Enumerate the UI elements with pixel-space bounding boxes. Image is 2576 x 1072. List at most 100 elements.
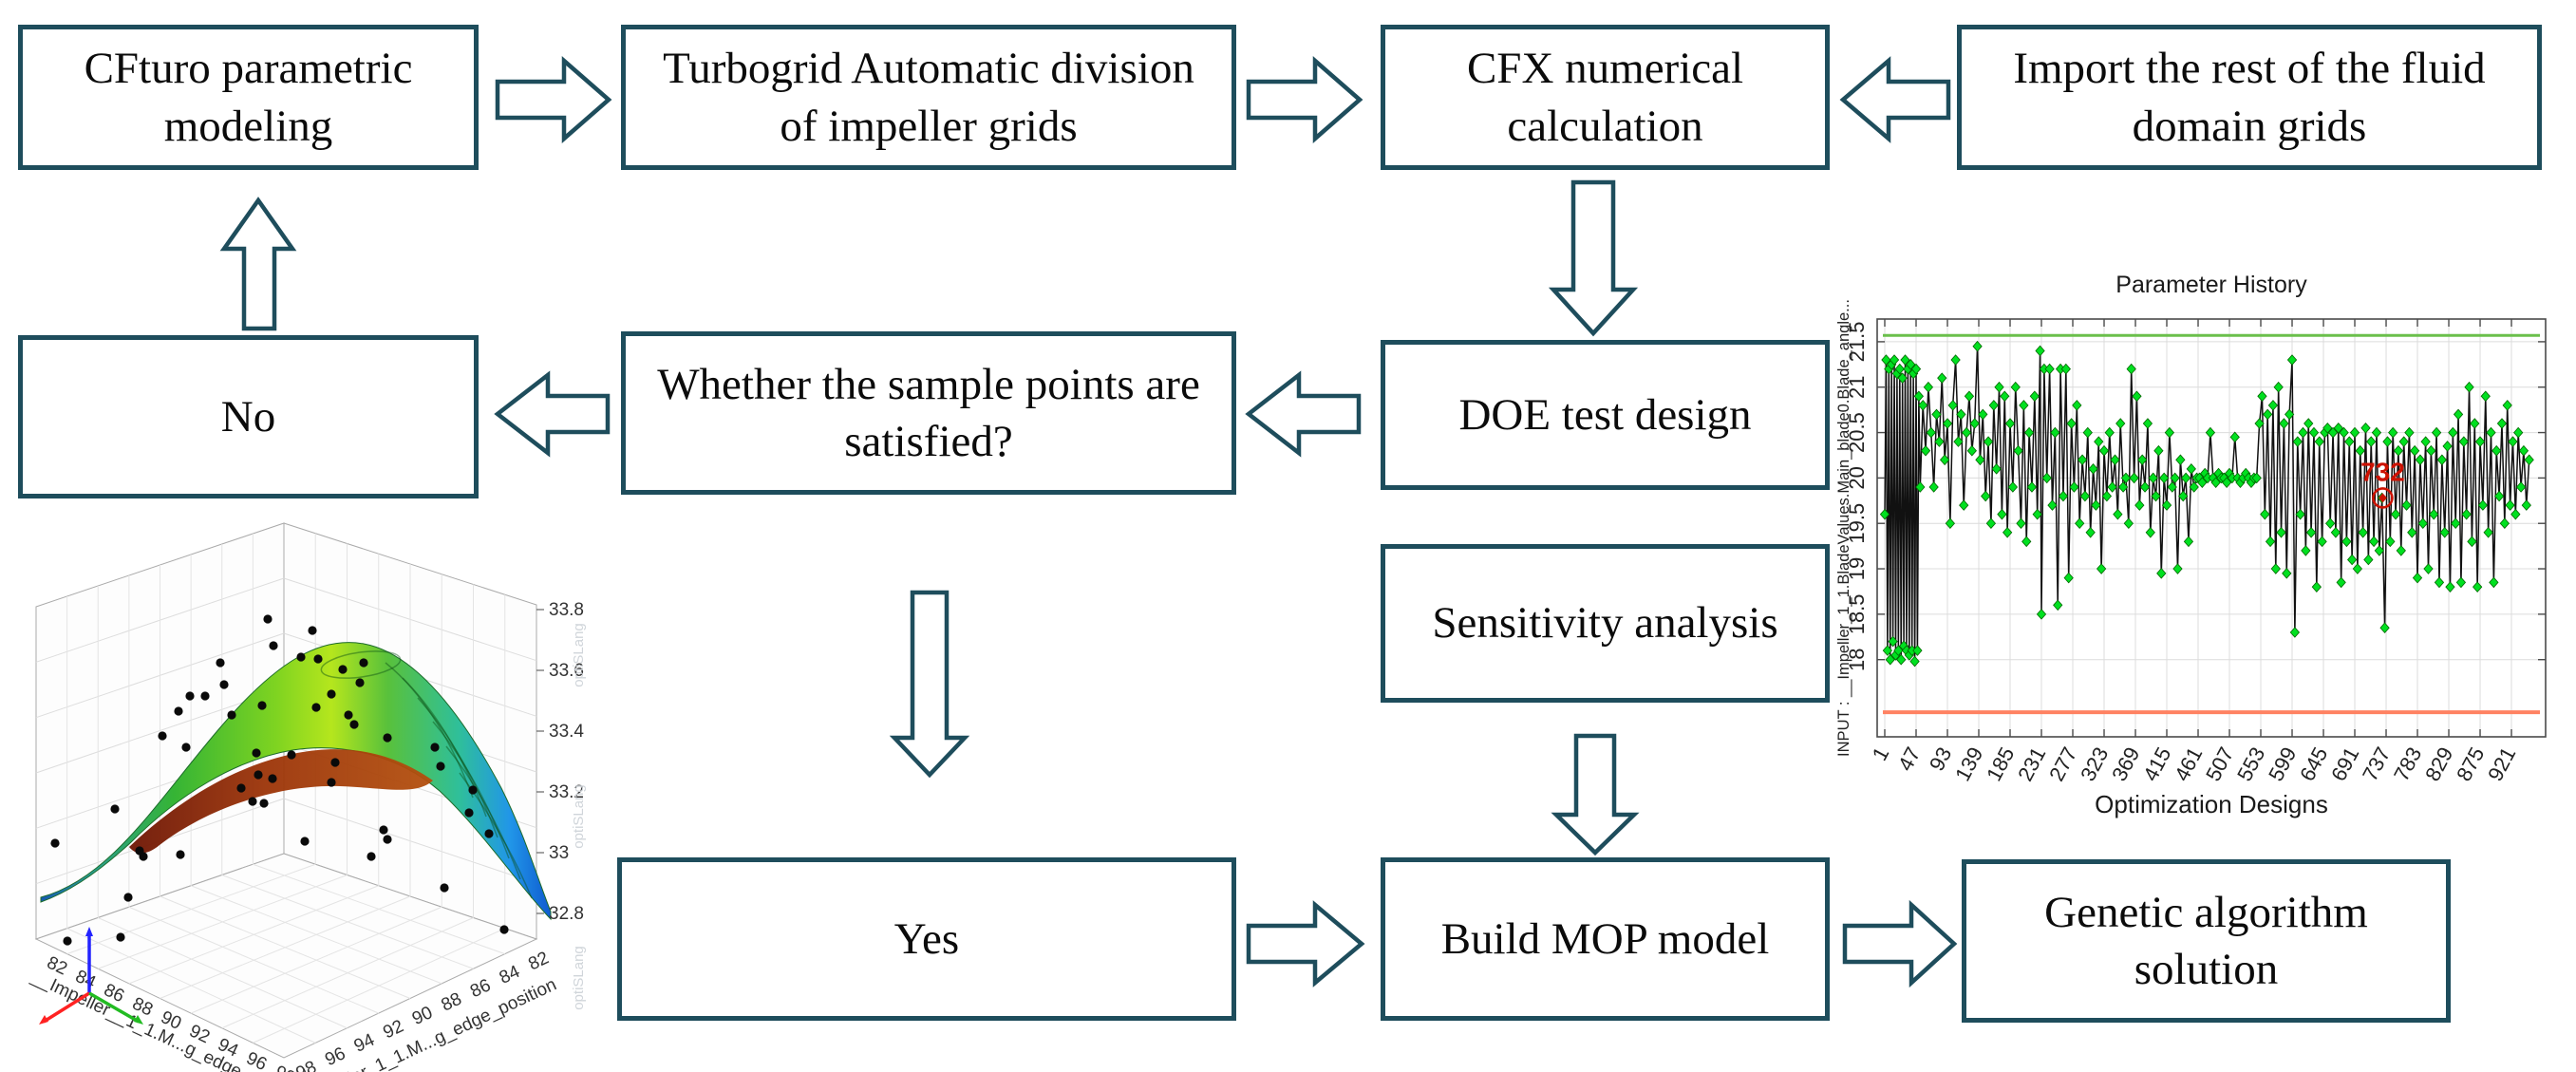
y-tick-label: 84 xyxy=(497,962,523,988)
data-point-marker xyxy=(1983,436,1994,447)
scatter-point xyxy=(259,799,269,808)
data-point-marker xyxy=(2137,454,2148,466)
scatter-point xyxy=(181,743,191,752)
data-point-marker xyxy=(1900,354,1910,366)
data-point-marker xyxy=(1950,354,1961,366)
data-point-marker xyxy=(2489,576,2499,589)
data-point-marker xyxy=(2360,422,2371,434)
scatter-point xyxy=(440,883,449,893)
x-tick-label: 47 xyxy=(1893,743,1926,775)
data-point-marker xyxy=(1937,372,1947,384)
scatter-point xyxy=(219,680,229,689)
surface-contours xyxy=(385,662,533,899)
data-point-marker xyxy=(2493,490,2505,502)
y-tick-label: 20 xyxy=(1845,466,1869,489)
x-tick-label: 921 xyxy=(2483,743,2520,785)
data-point-marker xyxy=(2518,444,2529,457)
data-point-marker xyxy=(2123,517,2134,530)
data-point-marker xyxy=(1939,454,1950,466)
data-point-marker xyxy=(2442,441,2453,452)
arrow-right-icon xyxy=(1246,56,1363,143)
scatter-point xyxy=(252,748,261,758)
data-point-marker xyxy=(2077,454,2088,466)
scatter-point xyxy=(110,804,120,814)
scatter-point xyxy=(158,731,167,741)
data-point-marker xyxy=(2499,517,2510,530)
data-point-marker xyxy=(2301,545,2311,556)
data-point-marker xyxy=(2429,508,2439,520)
x-tick-label: 415 xyxy=(2138,743,2175,785)
data-point-marker xyxy=(2453,408,2464,421)
data-point-marker xyxy=(1882,645,1893,656)
z-tick-label: 33.2 xyxy=(549,782,584,802)
y-tick-label: 98 xyxy=(293,1058,320,1072)
data-point-marker xyxy=(2019,400,2029,411)
data-point-marker xyxy=(2115,418,2126,429)
data-point-marker xyxy=(2013,444,2023,457)
x-tick-label: 691 xyxy=(2326,743,2363,785)
data-point-marker xyxy=(1956,408,1966,421)
scatter-point xyxy=(338,665,348,674)
data-point-marker xyxy=(2032,508,2042,520)
data-point-marker xyxy=(2339,426,2349,439)
data-point-marker xyxy=(2134,499,2145,511)
scatter-point xyxy=(430,743,440,752)
data-point-marker xyxy=(2145,526,2155,538)
data-point-marker xyxy=(2379,622,2390,634)
data-point-marker xyxy=(2286,354,2298,366)
data-point-marker xyxy=(2164,426,2175,439)
node-doe: DOE test design xyxy=(1381,340,1830,490)
scatter-point xyxy=(379,825,388,835)
y-tick-label: 96 xyxy=(322,1044,348,1070)
data-point-marker xyxy=(2521,499,2531,511)
y-tick-label: 92 xyxy=(380,1016,406,1043)
data-point-marker xyxy=(2333,422,2343,434)
z-tick-label: 33.4 xyxy=(549,722,584,742)
data-point-marker xyxy=(2047,499,2058,511)
data-point-marker xyxy=(2292,436,2303,447)
x-tick-label: 875 xyxy=(2452,743,2489,785)
data-point-marker xyxy=(1923,381,1934,393)
node-cfturbo: CFturo parametric modeling xyxy=(18,25,479,170)
watermark-text: optiSLang xyxy=(571,623,587,687)
y-tick-label: 20.5 xyxy=(1845,412,1869,453)
data-point-marker xyxy=(2254,418,2265,429)
x-tick-label: 369 xyxy=(2107,743,2144,785)
scatter-point xyxy=(499,925,509,934)
data-point-marker xyxy=(2091,499,2101,511)
axis-triad-icon xyxy=(39,927,143,1025)
data-point-marker xyxy=(2104,426,2115,439)
data-point-marker xyxy=(2513,426,2524,439)
node-mop: Build MOP model xyxy=(1381,857,1830,1021)
y-tick-label: 88 xyxy=(439,989,465,1016)
scatter-point xyxy=(349,720,359,729)
node-sensitivity: Sensitivity analysis xyxy=(1381,544,1830,703)
data-point-marker xyxy=(2197,477,2208,488)
data-point-marker xyxy=(2401,499,2412,511)
highlight-marker xyxy=(2379,493,2387,503)
data-point-marker xyxy=(1920,444,1931,457)
data-point-marker xyxy=(2251,472,2262,484)
data-point-marker xyxy=(2161,499,2172,511)
scatter-point xyxy=(268,774,277,783)
data-point-marker xyxy=(1915,481,1926,493)
data-point-marker xyxy=(1975,454,1985,466)
scatter-point xyxy=(308,626,317,635)
data-point-marker xyxy=(2347,554,2358,566)
data-point-marker xyxy=(1897,372,1908,384)
scatter-point xyxy=(123,893,133,902)
data-point-marker xyxy=(1988,400,1999,411)
data-point-marker xyxy=(2060,363,2071,375)
data-point-marker xyxy=(2477,499,2489,511)
data-point-marker xyxy=(2098,444,2110,457)
node-ga: Genetic algorithm solution xyxy=(1962,859,2451,1023)
z-tick-label: 33 xyxy=(549,843,569,863)
data-point-marker xyxy=(2426,444,2436,457)
data-point-marker xyxy=(2412,572,2423,584)
data-point-marker xyxy=(2420,436,2431,447)
data-point-marker xyxy=(2159,472,2170,484)
data-point-marker xyxy=(2107,481,2117,493)
